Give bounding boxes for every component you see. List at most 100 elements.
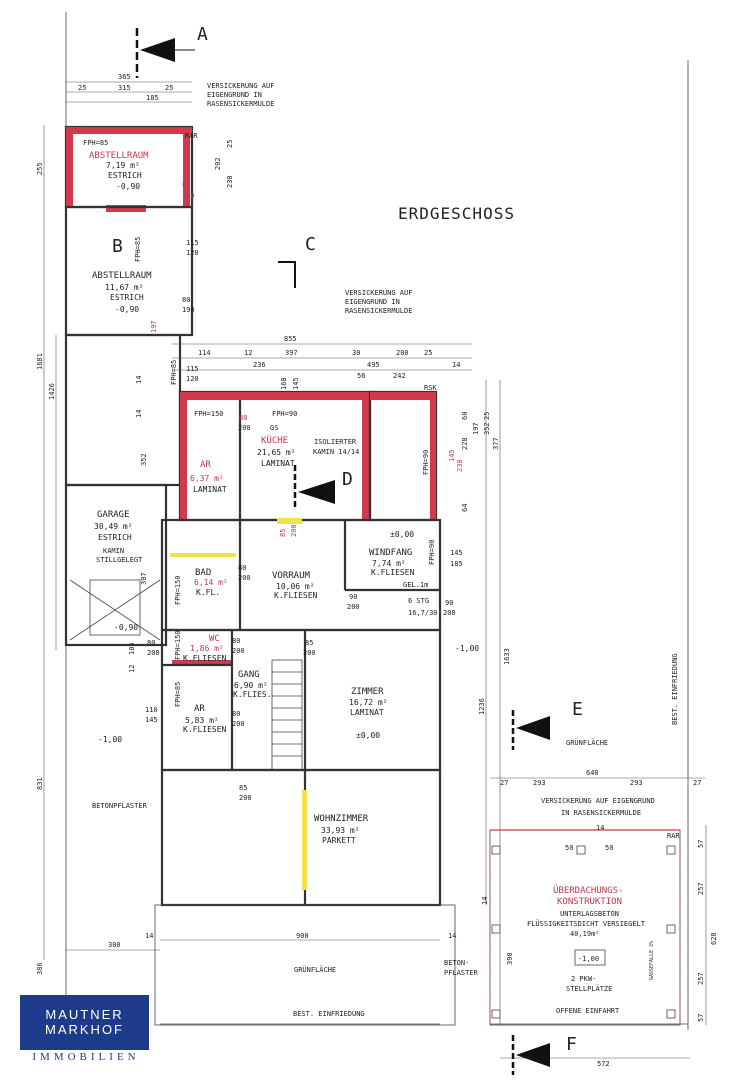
label-rsk: RSK xyxy=(424,384,437,392)
dim-right-377: 377 xyxy=(492,437,500,450)
east-room-red-top xyxy=(370,392,436,400)
dim-misc-145-a: 145 xyxy=(292,377,300,390)
dim-right-197: 197 xyxy=(472,422,480,435)
label-stg: 6 STG xyxy=(408,597,429,605)
room-wc-name: WC xyxy=(209,634,220,644)
dim-misc-120-a: 120 xyxy=(186,249,199,257)
abstellraum-1-red-left xyxy=(66,127,73,207)
dim-bottom-300: 300 xyxy=(108,941,121,949)
dim-misc-197: 197 xyxy=(150,320,158,333)
dim-misc-200-d: 200 xyxy=(232,647,245,655)
dim-left-1681: 1681 xyxy=(36,353,44,370)
dim-right-352: 352 xyxy=(483,422,491,435)
label-rar-2: RAR xyxy=(667,832,680,840)
note-ueberdachung-line2: KONSTRUKTION xyxy=(557,897,622,907)
section-label-b: B xyxy=(112,236,123,257)
dim-misc-25-b: 14 xyxy=(135,410,143,418)
room-windfang-name: WINDFANG xyxy=(369,548,412,558)
label-gel: GEL.1m xyxy=(403,581,428,589)
section-arrow-e xyxy=(511,710,550,750)
dim-misc-14-a: 14 xyxy=(135,376,143,384)
note-ueberdachung-sub-3: 40,19m² xyxy=(570,930,600,938)
room-vorraum-floor: K.FLIESEN xyxy=(274,591,318,600)
room-garage-floor: ESTRICH xyxy=(98,533,132,542)
room-vorraum-name: VORRAUM xyxy=(272,571,311,581)
room-ar-2-name: AR xyxy=(194,704,205,714)
room-abstellraum-2-name: ABSTELLRAUM xyxy=(92,271,152,281)
opening-fph-90-3: FPH=90 xyxy=(428,540,436,565)
dim-bottom-14-b: 14 xyxy=(448,932,456,940)
opening-fph-150-3: FPH=150 xyxy=(174,630,182,660)
carport-post-50-b: 50 xyxy=(605,844,613,852)
note-versickerung-1-line3: RASENSICKERMULDE xyxy=(207,100,274,108)
opening-fph-85-1: FPH=85 xyxy=(83,139,108,147)
level-windfang: ±0,00 xyxy=(390,530,414,539)
room-ar-1-area: 6,37 m² xyxy=(190,474,224,483)
label-betonpflaster-2-line2: PFLASTER xyxy=(444,969,479,977)
garden-area xyxy=(154,904,456,1026)
note-versickerung-2-line3: RASENSICKERMULDE xyxy=(345,307,412,315)
dim-misc-200-j: 200 xyxy=(239,794,252,802)
dim-row-114: 114 xyxy=(198,349,211,357)
opening-fph-90-2: FPH=90 xyxy=(422,450,430,475)
dim-misc-25-a: 25 xyxy=(226,140,234,148)
room-abstellraum-1-area: 7,19 m² xyxy=(106,161,140,170)
dim-row-12: 12 xyxy=(244,349,252,357)
dim-misc-80-g: 80 xyxy=(147,639,155,647)
logo-line-2: MARKHOF xyxy=(45,1022,124,1037)
note-stellplaetze-line1: 2 PKW- xyxy=(571,975,596,983)
label-gs: GS xyxy=(270,424,278,432)
room-zimmer-name: ZIMMER xyxy=(351,687,384,697)
wohnzimmer-walls xyxy=(160,768,442,907)
label-gruenflaeche-2: GRÜNFLÄCHE xyxy=(566,738,608,747)
dim-left-386: 386 xyxy=(36,962,44,975)
garage-hatch-2 xyxy=(69,579,161,641)
room-wc-area: 1,86 m² xyxy=(190,644,224,653)
dim-misc-80-e: 80 xyxy=(232,637,240,645)
dim-misc-190-b: 190 xyxy=(182,306,195,314)
dim-misc-90-b: 90 xyxy=(445,599,453,607)
section-label-d: D xyxy=(342,469,353,490)
level-minus-1-left: -1,00 xyxy=(98,735,122,744)
label-stg-size: 16,7/30 xyxy=(408,609,438,617)
dim-misc-80-c: 80 xyxy=(239,414,247,422)
opening-fph-85-4: FPH=85 xyxy=(174,682,182,707)
room-ar-2-area: 5,83 m² xyxy=(185,716,219,725)
dim-carport-257-a: 257 xyxy=(697,882,705,895)
note-versickerung-2-line2: EIGENGRUND IN xyxy=(345,298,400,306)
dim-row-397: 397 xyxy=(285,349,298,357)
note-stellplaetze-line2: STELLPLÄTZE xyxy=(566,984,612,993)
dim-bottom-572: 572 xyxy=(597,1060,610,1068)
dim-misc-202: 202 xyxy=(214,157,222,170)
dim-misc-168: 168 xyxy=(280,377,288,390)
room-gang-area: 6,90 m² xyxy=(234,681,268,690)
room-zimmer-area: 16,72 m² xyxy=(349,698,388,707)
room-wohnzimmer-area: 33,93 m² xyxy=(321,826,360,835)
room-gang-floor: K.FLIES. xyxy=(233,690,272,699)
abstellraum-1-red-bottom xyxy=(106,205,146,212)
section-label-e: E xyxy=(572,699,583,720)
garage-lower-walls xyxy=(64,483,168,647)
opening-fph-85-2: FPH=85 xyxy=(134,237,142,262)
dim-misc-80-a: 80 xyxy=(182,181,190,189)
room-garage-area: 30,49 m² xyxy=(94,522,133,531)
dim-misc-200-c: 200 xyxy=(238,574,251,582)
dim-misc-190-a: 190 xyxy=(182,192,195,200)
room-vorraum-area: 10,06 m² xyxy=(276,582,315,591)
label-best-einfriedung-2: BEST. EINFRIEDUNG xyxy=(671,653,679,725)
room-ar-1-name: AR xyxy=(200,460,211,470)
abstellraum-1-red-top xyxy=(66,127,192,134)
dim-misc-80-f: 80 xyxy=(232,710,240,718)
label-best-einfriedung-1: BEST. EINFRIEDUNG xyxy=(293,1010,365,1018)
level-zimmer: ±0,00 xyxy=(356,731,380,740)
abstellraum-1-red-right xyxy=(183,127,190,207)
dim-misc-80-b: 80 xyxy=(182,296,190,304)
wc-red-bottom xyxy=(172,660,232,665)
dim-row-236: 236 xyxy=(253,361,266,369)
bad-yellow-marker xyxy=(170,553,236,557)
logo-subtitle: IMMOBILIEN xyxy=(32,1051,140,1063)
dim-row-200: 200 xyxy=(396,349,409,357)
dim-misc-200-a: 200 xyxy=(238,424,251,432)
garage-upper-walls xyxy=(64,333,182,487)
